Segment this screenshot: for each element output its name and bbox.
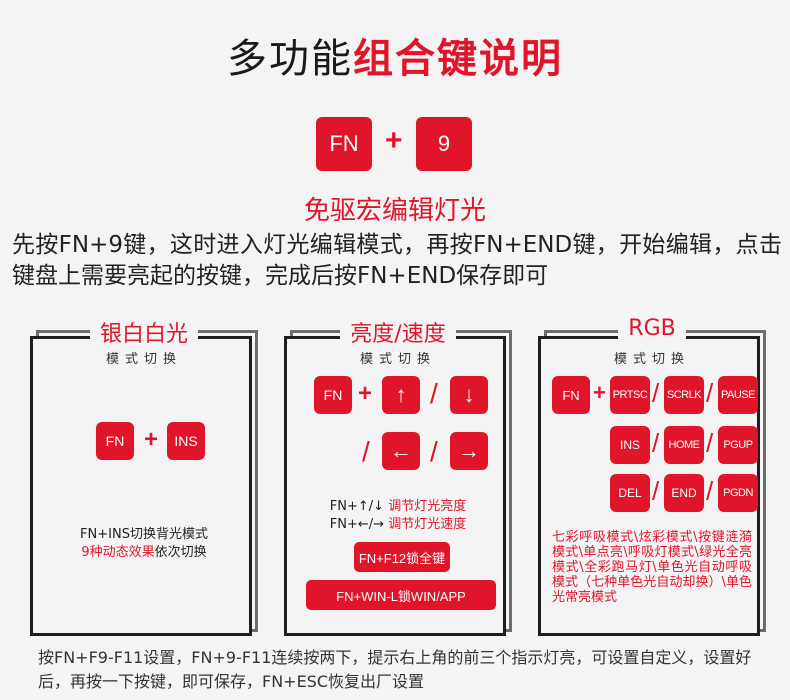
panel-mode-label: 模式切换 <box>359 352 436 367</box>
macro-description: 先按FN+9键，这时进入灯光编辑模式，再按FN+END键，开始编辑，点击键盘上需… <box>12 232 782 289</box>
arrow-right-key: → <box>450 432 488 470</box>
panel-mode-label: 模式切换 <box>105 352 182 367</box>
title-prefix: 多功能 <box>227 36 353 82</box>
slash-separator: / <box>362 436 370 467</box>
arrow-left-key: ← <box>382 432 420 470</box>
fn-key: FN <box>96 422 134 460</box>
fn-key: FN <box>552 376 590 414</box>
macro-subtitle: 免驱宏编辑灯光 <box>303 196 486 226</box>
end-key: END <box>664 474 704 512</box>
panel-note: FN+↑/↓ 调节灯光亮度 FN+←/→ 调节灯光速度 <box>284 498 512 534</box>
slash-separator: / <box>430 378 438 409</box>
note-highlight: 调节灯光速度 <box>388 517 467 532</box>
slash-separator: / <box>706 476 714 506</box>
del-key: DEL <box>610 474 650 512</box>
slash-separator: / <box>652 378 660 408</box>
home-key: HOME <box>664 426 704 464</box>
slash-separator: / <box>652 428 660 458</box>
panel-title: RGB <box>618 316 686 341</box>
pgdn-key: PGDN <box>718 474 758 512</box>
plus-sign: + <box>144 426 159 453</box>
panel-frame <box>30 336 252 636</box>
note-text: 依次切换 <box>154 545 207 560</box>
panel-note: FN+INS切换背光模式 9种动态效果依次切换 <box>30 526 258 562</box>
scrlk-key: SCRLK <box>664 376 704 414</box>
nine-key: 9 <box>416 117 472 171</box>
slash-separator: / <box>706 378 714 408</box>
plus-sign: + <box>593 380 606 405</box>
page-title: 多功能组合键说明 <box>0 26 790 84</box>
title-highlight: 组合键说明 <box>353 36 563 82</box>
footer-note: 按FN+F9-F11设置，FN+9-F11连续按两下，提示右上角的前三个指示灯亮… <box>38 648 752 691</box>
rgb-modes-note: 七彩呼吸模式\炫彩模式\按键涟漪模式\单点亮\呼吸灯模式\绿光全亮模式\全彩跑马… <box>552 530 752 605</box>
ins-key: INS <box>167 422 205 460</box>
note-highlight: 调节灯光亮度 <box>388 499 467 514</box>
note-text: FN+↑/↓ <box>329 499 389 514</box>
prtsc-key: PRTSC <box>610 376 650 414</box>
arrow-down-key: ↓ <box>450 376 488 414</box>
note-line: FN+INS切换背光模式 <box>80 527 208 542</box>
lock-all-keys-badge: FN+F12锁全键 <box>354 542 450 572</box>
panel-brightness-speed: 亮度/速度 模式切换 FN + ↑ / ↓ / ← / → FN+↑/↓ 调节灯… <box>284 316 512 636</box>
panel-title: 亮度/速度 <box>340 316 456 348</box>
note-text: FN+←/→ <box>329 517 389 532</box>
plus-sign: + <box>358 380 373 407</box>
pause-key: PAUSE <box>718 376 758 414</box>
slash-separator: / <box>430 436 438 467</box>
panel-title: 银白白光 <box>89 316 198 348</box>
panel-rgb: RGB 模式切换 FN + PRTSC / SCRLK / PAUSE INS … <box>538 316 766 636</box>
ins-key: INS <box>610 426 650 464</box>
fn-key: FN <box>314 376 352 414</box>
panel-white-light: 银白白光 模式切换 FN + INS FN+INS切换背光模式 9种动态效果依次… <box>30 316 258 636</box>
plus-sign: + <box>385 124 403 157</box>
slash-separator: / <box>652 476 660 506</box>
slash-separator: / <box>706 428 714 458</box>
panel-mode-label: 模式切换 <box>613 352 690 367</box>
fn-key: FN <box>316 117 372 171</box>
pgup-key: PGUP <box>718 426 758 464</box>
arrow-up-key: ↑ <box>382 376 420 414</box>
lock-win-badge: FN+WIN-L锁WIN/APP <box>306 580 496 610</box>
note-highlight: 9种动态效果 <box>81 545 155 560</box>
